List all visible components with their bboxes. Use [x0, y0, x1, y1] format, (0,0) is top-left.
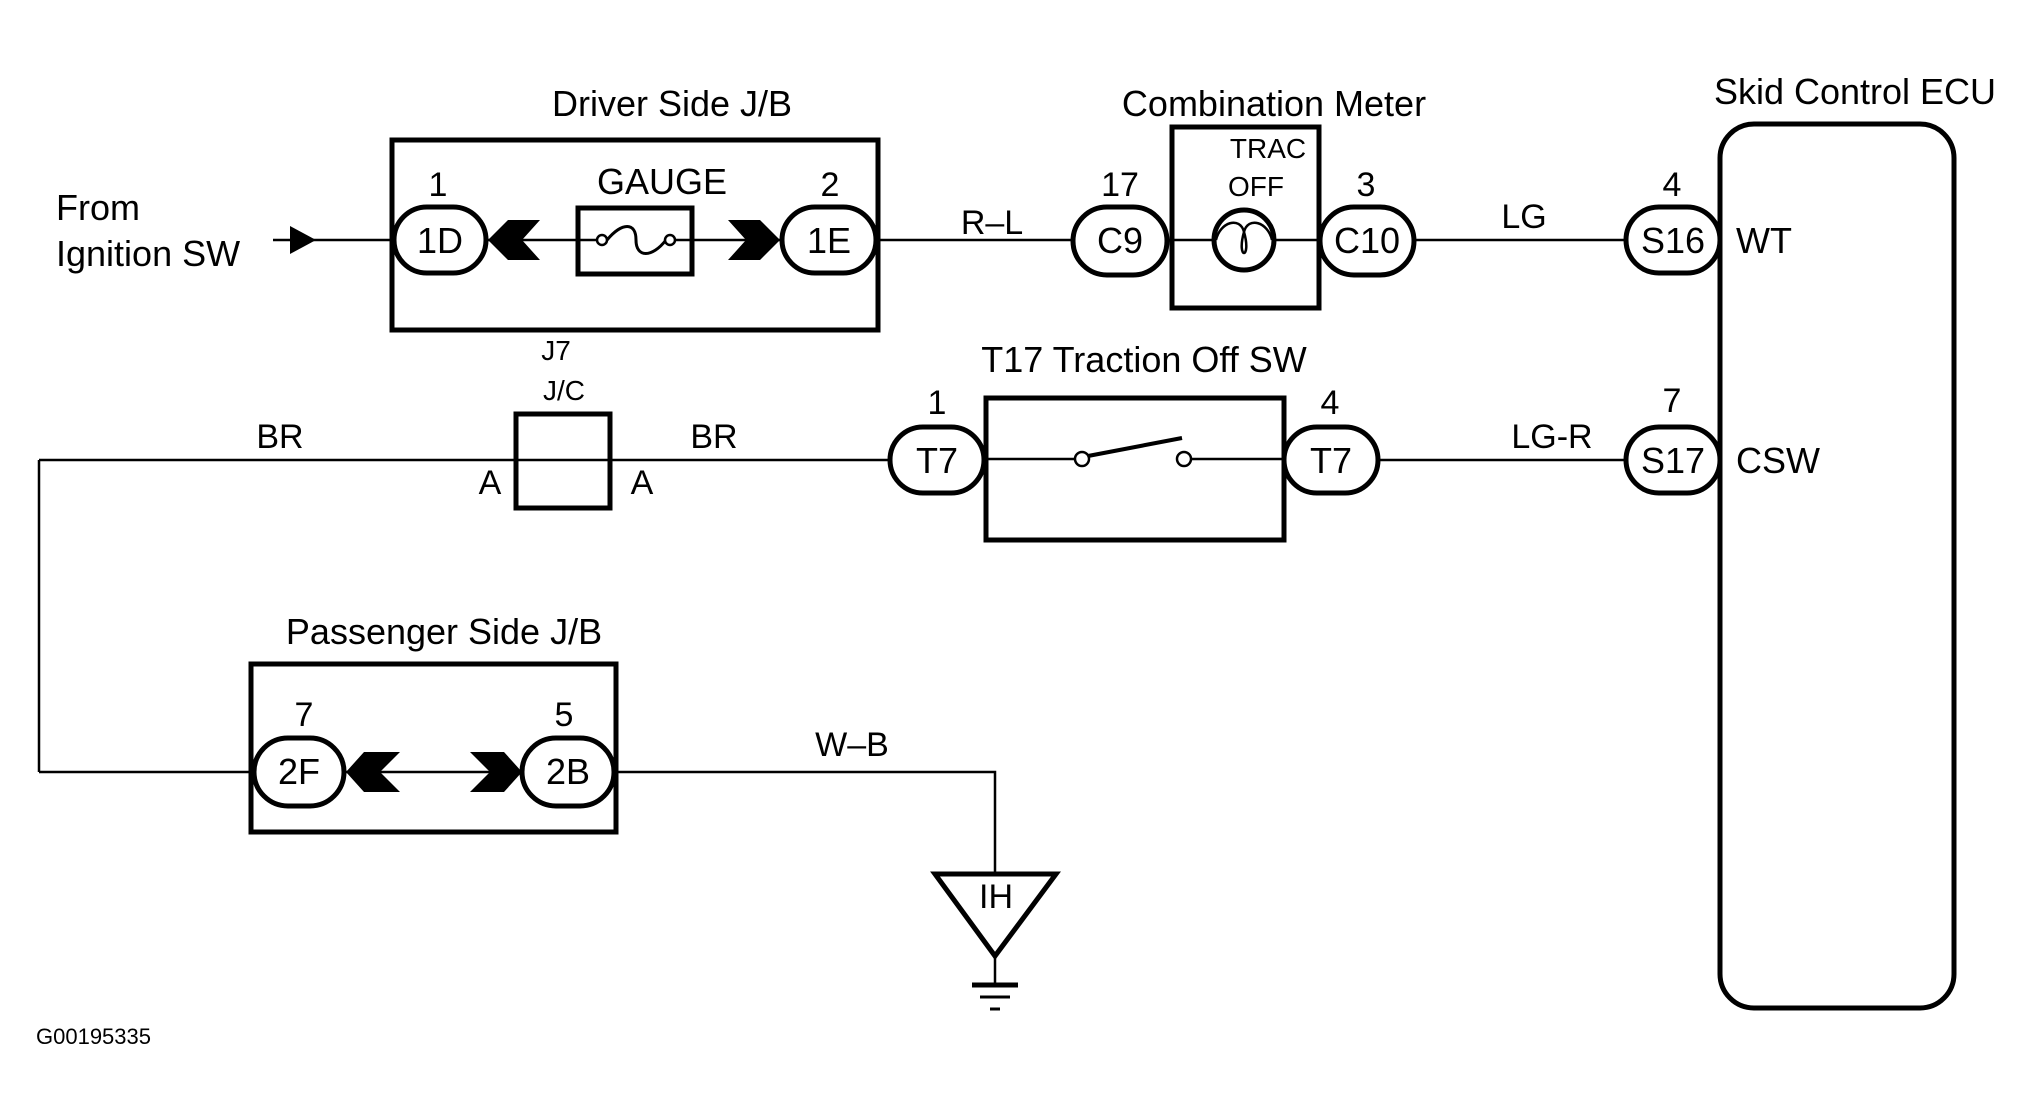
pin-number: 2: [821, 166, 840, 204]
chevron-right-icon: [470, 752, 522, 792]
connector-label: 2F: [278, 751, 320, 792]
pin-number: 4: [1321, 384, 1340, 422]
source-label-line2: Ignition SW: [56, 233, 240, 274]
pin-number: 3: [1357, 166, 1376, 204]
fuse-icon: [578, 225, 692, 255]
ground-point-label: IH: [979, 878, 1013, 916]
wire-color-label: W–B: [815, 726, 889, 764]
wire-color-label: LG: [1501, 198, 1546, 236]
terminal-label: A: [479, 464, 502, 502]
indicator-label-line1: TRAC: [1230, 133, 1306, 164]
passenger-side-jb: Passenger Side J/B 7 2F 5 2B: [248, 611, 619, 835]
chevron-left-icon: [346, 752, 400, 792]
driver-side-jb: Driver Side J/B 1 1D GAUGE 2 1E: [389, 83, 881, 333]
terminal-name: CSW: [1736, 440, 1820, 481]
pin-number: 1: [928, 384, 947, 422]
junction-id: J7: [541, 335, 571, 366]
ecu-title: Skid Control ECU: [1714, 71, 1996, 112]
junction-type: J/C: [543, 375, 585, 406]
figure-id: G00195335: [36, 1024, 151, 1049]
junction-connector-j7: J7 J/C A A: [479, 335, 654, 511]
switch-box: [983, 395, 1287, 543]
pin-number: 1: [429, 166, 448, 204]
pin-number: 17: [1101, 166, 1139, 204]
traction-off-switch: T17 Traction Off SW 1 T7 4 T7: [887, 339, 1381, 543]
connector-1e: [779, 204, 879, 276]
connector-label: S16: [1641, 220, 1705, 261]
wire-color-label: BR: [690, 418, 737, 456]
skid-control-ecu: Skid Control ECU 4 S16 WT 7 S17 CSW: [1623, 71, 1996, 1011]
arrow-right-icon: [290, 226, 316, 254]
terminal-name: WT: [1736, 220, 1792, 261]
connector-1d: [391, 204, 489, 276]
combination-meter-box: [1169, 124, 1322, 311]
connector-label: 1E: [807, 220, 851, 261]
bulb-icon: [1211, 207, 1277, 273]
chevron-left-icon: [488, 220, 540, 260]
wire-w-b: [616, 770, 997, 874]
connector-label: S17: [1641, 440, 1705, 481]
passenger-jb-title: Passenger Side J/B: [286, 611, 602, 652]
ground-point: IH: [930, 871, 1061, 1011]
connector-label: 2B: [546, 751, 590, 792]
combination-meter: Combination Meter TRAC OFF 17 C9 3 C10: [1070, 83, 1426, 311]
ground-icon: [972, 956, 1018, 1011]
source-label-line1: From: [56, 187, 140, 228]
connector-2b: [519, 735, 617, 809]
connector-label: C9: [1097, 220, 1143, 261]
ignition-source: From Ignition SW: [56, 187, 392, 274]
passenger-jb-box: [248, 661, 619, 835]
indicator-label-line2: OFF: [1228, 171, 1284, 202]
ground-point-triangle: [930, 871, 1061, 961]
pin-number: 7: [1663, 382, 1682, 420]
connector-label: T7: [916, 440, 958, 481]
switch-title: T17 Traction Off SW: [981, 339, 1306, 380]
connector-label: 1D: [417, 220, 463, 261]
wire-color-label: LG-R: [1511, 418, 1592, 456]
connector-t7-left: [887, 424, 987, 496]
ecu-box: [1717, 121, 1957, 1011]
pin-number: 4: [1663, 166, 1682, 204]
pin-number: 5: [555, 696, 574, 734]
wire-color-label: BR: [256, 418, 303, 456]
chevron-right-icon: [728, 220, 780, 260]
connector-2f: [251, 735, 347, 809]
wire-color-label: R–L: [961, 204, 1023, 242]
connector-c9: [1070, 204, 1170, 278]
connector-s16: [1623, 204, 1723, 276]
terminal-label: A: [631, 464, 654, 502]
connector-label: T7: [1310, 440, 1352, 481]
driver-jb-title: Driver Side J/B: [552, 83, 792, 124]
pin-number: 7: [295, 696, 314, 734]
combination-meter-title: Combination Meter: [1122, 83, 1426, 124]
fuse-label: GAUGE: [597, 161, 727, 202]
connector-label: C10: [1334, 220, 1400, 261]
switch-icon: [986, 436, 1284, 468]
